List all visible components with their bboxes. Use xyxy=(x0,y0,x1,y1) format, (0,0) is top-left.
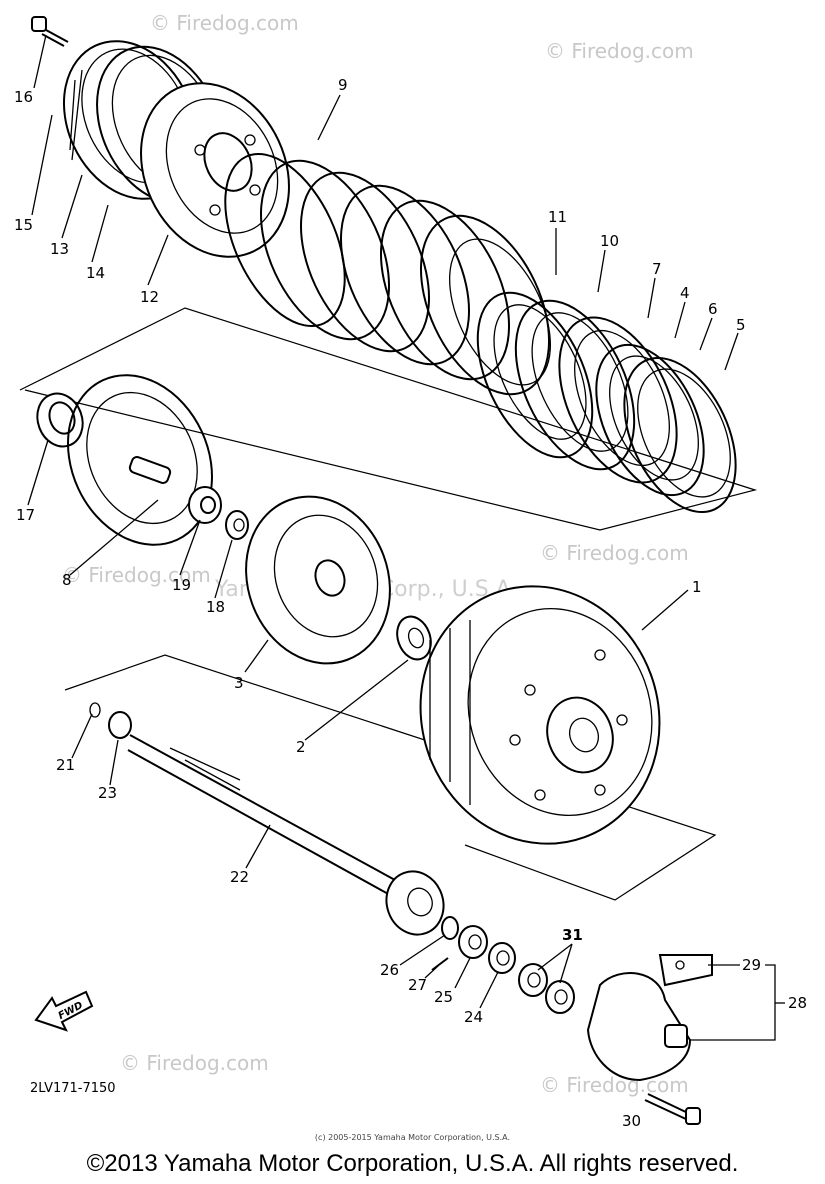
collar-23-icon xyxy=(108,711,132,739)
push-rod-22-icon xyxy=(127,734,396,896)
assembly-outlines xyxy=(19,307,758,901)
callout-15: 15 xyxy=(14,216,33,234)
callout-2: 2 xyxy=(296,738,306,756)
plate-10-icon xyxy=(514,299,636,471)
bearing-icon xyxy=(385,870,445,936)
copyright-notice: ©2013 Yamaha Motor Corporation, U.S.A. A… xyxy=(86,1150,739,1177)
callout-17: 17 xyxy=(16,506,35,524)
spring-5-icon xyxy=(623,356,737,514)
watermark-top-right: © Firedog.com xyxy=(545,39,694,63)
pin-27-icon xyxy=(431,957,449,971)
callout-8: 8 xyxy=(62,571,72,589)
fine-print: (c) 2005-2015 Yamaha Motor Corporation, … xyxy=(314,1133,511,1142)
o-ring-26-icon xyxy=(441,916,459,940)
watermark-bottom-right: © Firedog.com xyxy=(540,1073,689,1097)
callout-14: 14 xyxy=(86,264,105,282)
oil-seals-31-icon xyxy=(518,963,575,1014)
watermark-mid-right: © Firedog.com xyxy=(540,541,689,565)
clutch-housing-1-icon xyxy=(419,585,661,845)
bearing-17-icon xyxy=(36,392,84,448)
callout-9: 9 xyxy=(338,76,348,94)
callout-7: 7 xyxy=(652,260,662,278)
callout-29: 29 xyxy=(742,956,761,974)
callout-26: 26 xyxy=(380,961,399,979)
callout-22: 22 xyxy=(230,868,249,886)
watermark-mid-left: © Firedog.com xyxy=(62,563,211,587)
callout-12: 12 xyxy=(140,288,159,306)
primary-gear-3-icon xyxy=(245,495,391,665)
callout-1: 1 xyxy=(692,578,702,596)
callout-10: 10 xyxy=(600,232,619,250)
plate-7-icon xyxy=(558,316,678,484)
washer-2-icon xyxy=(396,615,432,661)
callout-16: 16 xyxy=(14,88,33,106)
bolt-16-icon xyxy=(31,16,69,47)
part-code: 2LV171-7150 xyxy=(30,1081,116,1096)
callout-28: 28 xyxy=(788,994,807,1012)
callout-31: 31 xyxy=(562,926,583,944)
washer-24-icon xyxy=(488,942,516,974)
callout-30: 30 xyxy=(622,1112,641,1130)
callouts: 16 15 13 14 12 9 11 10 7 4 6 5 17 8 19 1… xyxy=(14,76,807,1130)
callout-23: 23 xyxy=(98,784,117,802)
ring-6-icon xyxy=(595,343,705,497)
collar-25-icon xyxy=(458,925,488,959)
callout-27: 27 xyxy=(408,976,427,994)
watermark-bottom-left: © Firedog.com xyxy=(120,1051,269,1075)
leader-lines xyxy=(27,34,785,1041)
callout-25: 25 xyxy=(434,988,453,1006)
upper-assembly-outline xyxy=(19,307,758,531)
callout-3: 3 xyxy=(234,674,244,692)
callout-5: 5 xyxy=(736,316,746,334)
callout-19: 19 xyxy=(172,576,191,594)
callout-4: 4 xyxy=(680,284,690,302)
clutch-boss-12-icon xyxy=(140,82,290,258)
lower-assembly-outline xyxy=(64,654,717,901)
collar-19-icon xyxy=(188,486,222,524)
callout-21: 21 xyxy=(56,756,75,774)
callout-11: 11 xyxy=(548,208,567,226)
fwd-arrow-icon: FWD xyxy=(34,990,94,1032)
callout-18: 18 xyxy=(206,598,225,616)
push-lever-28-icon xyxy=(586,954,713,1082)
clip-21-icon xyxy=(89,702,101,718)
nut-18-icon xyxy=(225,510,249,540)
gear-8-icon xyxy=(67,374,213,546)
friction-plates-9-icon xyxy=(224,152,552,396)
callout-24: 24 xyxy=(464,1008,483,1026)
callout-13: 13 xyxy=(50,240,69,258)
bolt-30-icon xyxy=(644,1093,701,1125)
watermark-top-left: © Firedog.com xyxy=(150,11,299,35)
callout-6: 6 xyxy=(708,300,718,318)
